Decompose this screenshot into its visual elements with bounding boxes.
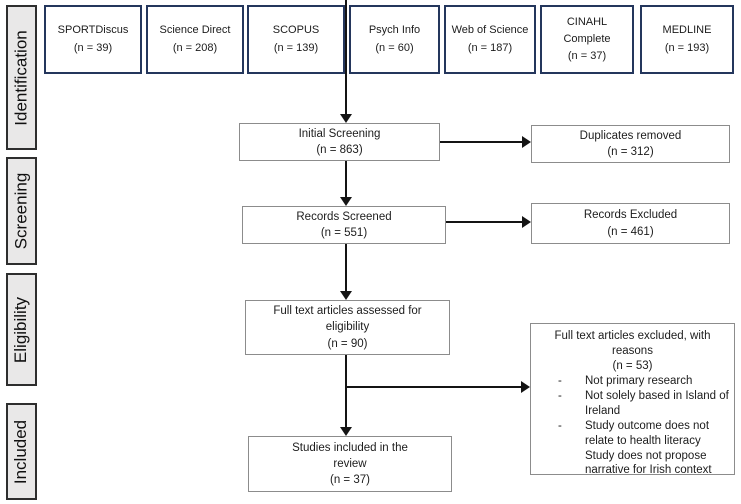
source-medline-count: (n = 193) [664,41,710,54]
source-scopus-count: (n = 139) [273,41,319,54]
exclusion-reason-text: Not solely based in Island of [585,389,729,402]
box-studies-included: Studies included in the review (n = 37) [248,436,452,492]
arrowhead-right-icon [522,216,531,228]
exclusion-reason-item: - Not solely based in Island of Ireland [558,389,730,419]
arrow-line [446,221,523,223]
arrowhead-down-icon [340,291,352,300]
source-cinahl-complete-count: (n = 37) [567,50,607,63]
exclusion-reason-text: Not primary research [585,374,693,387]
records-excluded-line1: Records Excluded [583,209,678,222]
source-psych-info: Psych Info (n = 60) [349,5,440,74]
source-medline-name: MEDLINE [662,24,712,37]
duplicates-removed-count: (n = 312) [607,146,654,158]
exclusion-reason-text: Study does not propose [585,449,707,462]
studies-included-line2: review [333,457,367,470]
source-science-direct: Science Direct (n = 208) [146,5,244,74]
source-cinahl-complete: CINAHL Complete (n = 37) [540,5,634,74]
exclusion-reason-text: Ireland [585,404,621,417]
arrow-line [345,244,347,292]
exclusion-reason-item: Study does not propose narrative for Iri… [558,449,730,479]
box-duplicates-removed: Duplicates removed (n = 312) [531,125,730,163]
arrowhead-down-icon [340,427,352,436]
full-text-excluded-count: (n = 53) [612,359,653,372]
dash-bullet [558,449,585,479]
source-sportdiscus-count: (n = 39) [73,41,113,54]
exclusion-reason-item: - Not primary research [558,374,730,389]
source-web-of-science-count: (n = 187) [467,41,513,54]
arrowhead-down-icon [340,114,352,123]
source-scopus: SCOPUS (n = 139) [247,5,345,74]
dash-bullet: - [558,419,562,432]
source-scopus-name: SCOPUS [272,24,320,37]
full-text-excluded-title-line2: reasons [612,344,653,357]
exclusion-reasons-list: - Not primary research - Not solely base… [535,374,730,479]
full-text-assessed-line1: Full text articles assessed for [273,305,422,317]
initial-screening-line1: Initial Screening [298,127,381,140]
source-cinahl-complete-name: CINAHL Complete [563,15,611,45]
arrowhead-down-icon [340,197,352,206]
source-sportdiscus: SPORTDiscus (n = 39) [44,5,142,74]
stage-eligibility: Eligibility [6,273,37,386]
arrowhead-right-icon [521,381,530,393]
duplicates-removed-line1: Duplicates removed [579,129,682,142]
box-records-screened: Records Screened (n = 551) [242,206,446,244]
source-web-of-science: Web of Science (n = 187) [444,5,536,74]
box-full-text-excluded: Full text articles excluded, with reason… [530,323,735,476]
dash-bullet: - [558,374,562,387]
source-science-direct-count: (n = 208) [172,41,218,54]
source-medline: MEDLINE (n = 193) [640,5,734,74]
full-text-assessed-count: (n = 90) [327,337,368,350]
full-text-assessed-line2: eligibility [325,321,370,334]
stage-eligibility-label: Eligibility [11,296,31,363]
full-text-excluded-title-line1: Full text articles excluded, with [554,330,711,342]
records-screened-line1: Records Screened [296,210,392,223]
source-sportdiscus-name: SPORTDiscus [57,24,129,37]
box-full-text-assessed: Full text articles assessed for eligibil… [245,300,450,355]
arrow-line [345,355,347,428]
exclusion-reason-item: - Study outcome does not relate to healt… [558,419,730,449]
source-science-direct-name: Science Direct [159,24,231,37]
stage-included: Included [6,403,37,500]
records-screened-count: (n = 551) [320,227,368,239]
box-initial-screening: Initial Screening (n = 863) [239,123,440,161]
box-records-excluded: Records Excluded (n = 461) [531,203,730,244]
stage-identification: Identification [6,5,37,150]
arrow-line [440,141,523,143]
initial-screening-count: (n = 863) [316,144,363,156]
stage-identification-label: Identification [11,29,31,126]
full-text-excluded-title: Full text articles excluded, with reason… [535,329,730,374]
studies-included-count: (n = 37) [330,474,370,487]
arrowhead-right-icon [522,136,531,148]
stage-screening: Screening [6,157,37,265]
stage-screening-label: Screening [11,172,31,250]
exclusion-reason-text: narrative for Irish context [585,464,712,477]
arrow-line [345,161,347,198]
source-psych-info-count: (n = 60) [375,41,414,54]
records-excluded-count: (n = 461) [607,225,654,238]
arrow-line [346,386,522,388]
source-psych-info-name: Psych Info [368,24,421,37]
studies-included-line1: Studies included in the [292,441,408,454]
dash-bullet: - [558,389,562,402]
exclusion-reason-text: Study outcome does not [585,419,710,432]
stage-included-label: Included [11,419,31,484]
arrow-line [345,0,347,115]
exclusion-reason-text: relate to health literacy [585,434,701,447]
source-web-of-science-name: Web of Science [451,24,529,37]
